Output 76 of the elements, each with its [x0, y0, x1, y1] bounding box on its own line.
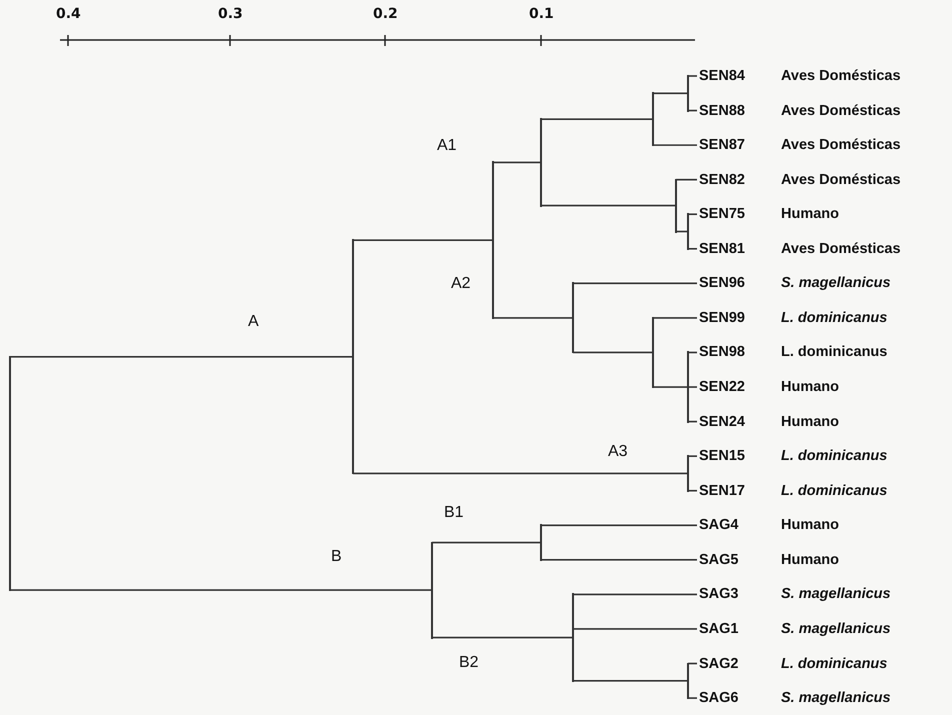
- sample-id: SEN84: [699, 67, 745, 86]
- cluster-label: B1: [444, 504, 464, 522]
- host-label: Aves Domésticas: [781, 170, 901, 190]
- dendrogram-branch: [688, 75, 697, 77]
- host-label: L. dominicanus: [781, 308, 888, 328]
- host-label: S. magellanicus: [781, 620, 891, 639]
- sample-id: SEN88: [699, 102, 745, 121]
- cluster-label: A2: [451, 275, 471, 293]
- sample-id: SAG1: [699, 620, 738, 639]
- cluster-label: A: [248, 313, 259, 331]
- host-label: Humano: [781, 550, 839, 570]
- sample-id: SEN98: [699, 343, 745, 362]
- dendrogram-branch: [676, 178, 697, 180]
- dendrogram-branch: [10, 356, 353, 358]
- host-label: S. magellanicus: [781, 585, 891, 604]
- dendrogram-branch: [688, 662, 697, 664]
- dendrogram-branch: [653, 92, 688, 94]
- host-label: L. dominicanus: [781, 482, 888, 501]
- host-label: L. dominicanus: [781, 447, 888, 466]
- sample-id: SEN81: [699, 240, 745, 259]
- sample-id: SEN24: [699, 412, 745, 432]
- cluster-label: B2: [459, 654, 479, 672]
- sample-id: SEN15: [699, 447, 745, 466]
- host-label: Humano: [781, 378, 839, 398]
- sample-id: SEN96: [699, 274, 745, 294]
- dendrogram-branch: [688, 352, 697, 354]
- dendrogram-branch: [541, 118, 653, 120]
- host-label: Humano: [781, 205, 839, 224]
- dendrogram-branch: [353, 239, 493, 241]
- scale-tick-label: 0.3: [218, 5, 243, 23]
- sample-id: SAG3: [699, 585, 738, 604]
- host-label: Aves Domésticas: [781, 136, 901, 156]
- dendrogram-branch: [676, 230, 688, 232]
- cluster-label: A1: [437, 137, 457, 155]
- host-label: S. magellanicus: [781, 274, 891, 294]
- host-label: Humano: [781, 412, 839, 432]
- dendrogram-branch: [541, 559, 697, 561]
- dendrogram-branch: [10, 589, 432, 591]
- sample-id: SEN87: [699, 136, 745, 156]
- dendrogram-branch: [653, 317, 697, 319]
- sample-id: SAG4: [699, 516, 738, 536]
- scale-tick-label: 0.2: [373, 5, 398, 23]
- dendrogram-branch: [493, 317, 573, 319]
- host-label: L. dominicanus: [781, 343, 888, 362]
- cluster-label: B: [331, 548, 342, 566]
- sample-id: SEN82: [699, 170, 745, 190]
- host-label: L. dominicanus: [781, 654, 888, 674]
- dendrogram-branch: [573, 628, 697, 630]
- host-label: Aves Domésticas: [781, 240, 901, 259]
- dendrogram-branch: [432, 636, 573, 638]
- scale-tick-label: 0.1: [529, 5, 554, 23]
- dendrogram-branch: [573, 282, 697, 284]
- dendrogram-branch: [573, 594, 697, 596]
- dendrogram-branch: [541, 204, 676, 206]
- dendrogram-branch: [653, 386, 688, 388]
- scale-tick-label: 0.4: [56, 5, 81, 23]
- cluster-label: A3: [608, 443, 628, 461]
- sample-id: SAG6: [699, 689, 738, 708]
- dendrogram-branch: [493, 162, 541, 164]
- sample-id: SEN99: [699, 308, 745, 328]
- dendrogram-branch: [653, 144, 697, 146]
- dendrogram-branch: [573, 352, 653, 354]
- sample-id: SEN17: [699, 482, 745, 501]
- sample-id: SAG2: [699, 654, 738, 674]
- dendrogram-branch: [573, 680, 688, 682]
- sample-id: SAG5: [699, 550, 738, 570]
- dendrogram-branch: [353, 472, 688, 474]
- sample-id: SEN22: [699, 378, 745, 398]
- host-label: S. magellanicus: [781, 689, 891, 708]
- host-label: Humano: [781, 516, 839, 536]
- sample-id: SEN75: [699, 205, 745, 224]
- host-label: Aves Domésticas: [781, 102, 901, 121]
- dendrogram-branch: [688, 386, 697, 388]
- dendrogram-branch: [432, 542, 541, 544]
- host-label: Aves Domésticas: [781, 67, 901, 86]
- dendrogram-branch: [541, 524, 697, 526]
